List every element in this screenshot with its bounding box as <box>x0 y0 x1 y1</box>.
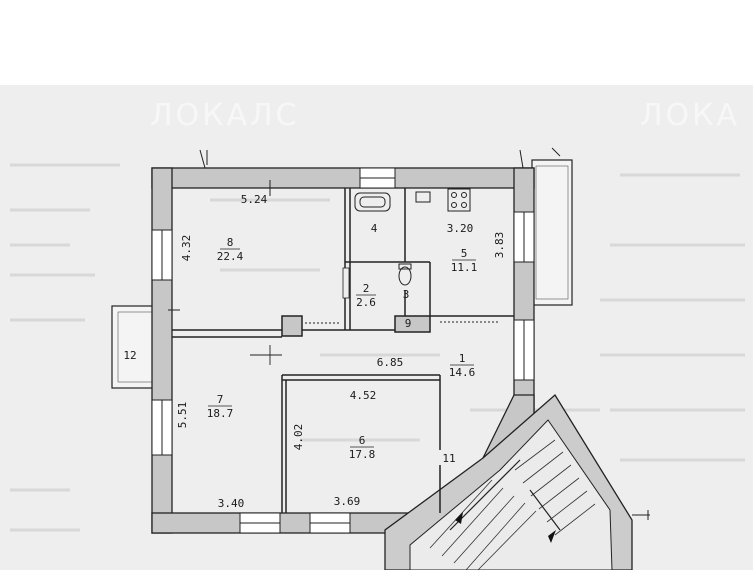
dimension-room7-bottom: 3.40 <box>218 497 245 510</box>
fixtures <box>342 188 471 299</box>
room-8-area: 22.4 <box>217 250 244 263</box>
bathtub-icon <box>354 192 391 212</box>
dimension-room6-bottom: 3.69 <box>334 495 361 508</box>
watermark-right: ЛОКА <box>640 98 740 133</box>
room-6-number: 6 <box>359 434 366 447</box>
room-1-area: 14.6 <box>449 366 476 379</box>
dimension-ticks <box>168 147 650 520</box>
balcony-left <box>111 305 155 389</box>
dimension-room5-height: 3.83 <box>493 232 506 259</box>
dimension-labels: 5.24 4.32 3.20 3.83 6.85 4.52 4.02 5.51 … <box>176 193 506 510</box>
stove-icon <box>447 188 471 212</box>
room-7-number: 7 <box>217 393 224 406</box>
room-2-number: 2 <box>363 282 370 295</box>
balcony-right <box>531 159 573 306</box>
room-9-number: 9 <box>405 317 412 330</box>
room-2-area: 2.6 <box>356 296 376 309</box>
dimension-room5-width: 3.20 <box>447 222 474 235</box>
room-1-number: 1 <box>459 352 466 365</box>
sink-icon <box>415 191 431 203</box>
room-11-number: 11 <box>442 452 455 465</box>
doors <box>250 315 500 365</box>
room-3-number: 3 <box>403 288 410 301</box>
toilet-icon <box>398 266 412 286</box>
dimension-room8-height: 4.32 <box>180 235 193 262</box>
dimension-hall: 6.85 <box>377 356 404 369</box>
windows <box>151 167 535 534</box>
dimension-room6-height: 4.02 <box>292 424 305 451</box>
room-8-number: 8 <box>227 236 234 249</box>
room-6-area: 17.8 <box>349 448 376 461</box>
dimension-room7-height: 5.51 <box>176 402 189 429</box>
watermark-left: ЛОКАЛС <box>150 98 300 133</box>
dimension-room6-width: 4.52 <box>350 389 377 402</box>
room-4-number: 4 <box>371 222 378 235</box>
balcony-right-inner <box>535 165 569 300</box>
room-7-area: 18.7 <box>207 407 234 420</box>
room-labels: 8 22.4 7 18.7 6 17.8 5 11.1 2 2.6 1 14.6… <box>123 222 477 465</box>
stairwell <box>384 394 633 570</box>
room-5-area: 11.1 <box>451 261 478 274</box>
room-5-number: 5 <box>461 247 468 260</box>
dimension-top: 5.24 <box>241 193 268 206</box>
background-text-lines <box>10 163 745 532</box>
room-12-number: 12 <box>123 349 136 362</box>
